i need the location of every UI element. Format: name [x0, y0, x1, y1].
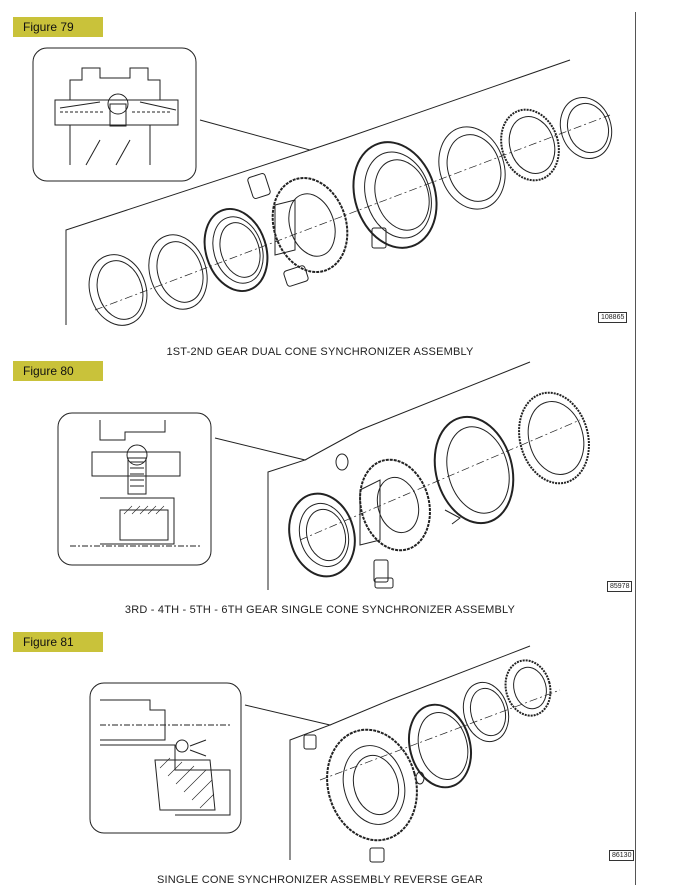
key-3	[303, 734, 317, 750]
figure-79-detail-section	[54, 67, 179, 166]
figure-81-detail-section	[100, 699, 231, 816]
ball-upper	[335, 453, 349, 471]
sleeve-3	[408, 703, 472, 789]
hub	[271, 177, 349, 273]
figure-79-label: Figure 79	[13, 17, 103, 37]
figure-80-caption: 3RD - 4TH - 5TH - 6TH GEAR SINGLE CONE S…	[124, 604, 516, 616]
synchro-ring-4	[518, 391, 590, 485]
figure-81-detail-inset	[89, 682, 242, 834]
reverse-gear	[326, 728, 418, 842]
key-4	[369, 847, 385, 863]
key-upper	[247, 173, 271, 199]
cone-3	[462, 681, 510, 743]
page-margin-line	[635, 12, 636, 885]
sleeve-2	[433, 415, 515, 525]
ring-1	[88, 254, 148, 326]
figure-81-ref-number: 86130	[609, 850, 635, 861]
figure-79-caption: 1ST-2ND GEAR DUAL CONE SYNCHRONIZER ASSE…	[166, 346, 474, 358]
figure-79-ref-number: 108865	[598, 312, 628, 323]
figure-80-detail-inset	[57, 412, 212, 566]
synchro-ring-1	[203, 207, 269, 293]
synchro-ring-3	[288, 492, 356, 578]
figure-80-label: Figure 80	[13, 361, 103, 381]
figure-80-detail-section	[70, 420, 200, 547]
synchro-ring-5	[504, 659, 552, 717]
ring-2	[559, 97, 613, 159]
spring-plunger	[373, 559, 389, 583]
sleeve	[352, 141, 438, 249]
key-lower	[283, 265, 309, 287]
hub-2	[359, 458, 431, 552]
figure-79-detail-inset	[32, 47, 197, 182]
figure-80-ref-number: 85978	[607, 581, 633, 592]
synchro-cone-2	[438, 126, 506, 210]
figure-81-caption: SINGLE CONE SYNCHRONIZER ASSEMBLY REVERS…	[156, 874, 484, 886]
synchro-ring-2	[500, 108, 560, 182]
synchro-cone-1	[148, 234, 208, 310]
figure-81-label: Figure 81	[13, 632, 103, 652]
